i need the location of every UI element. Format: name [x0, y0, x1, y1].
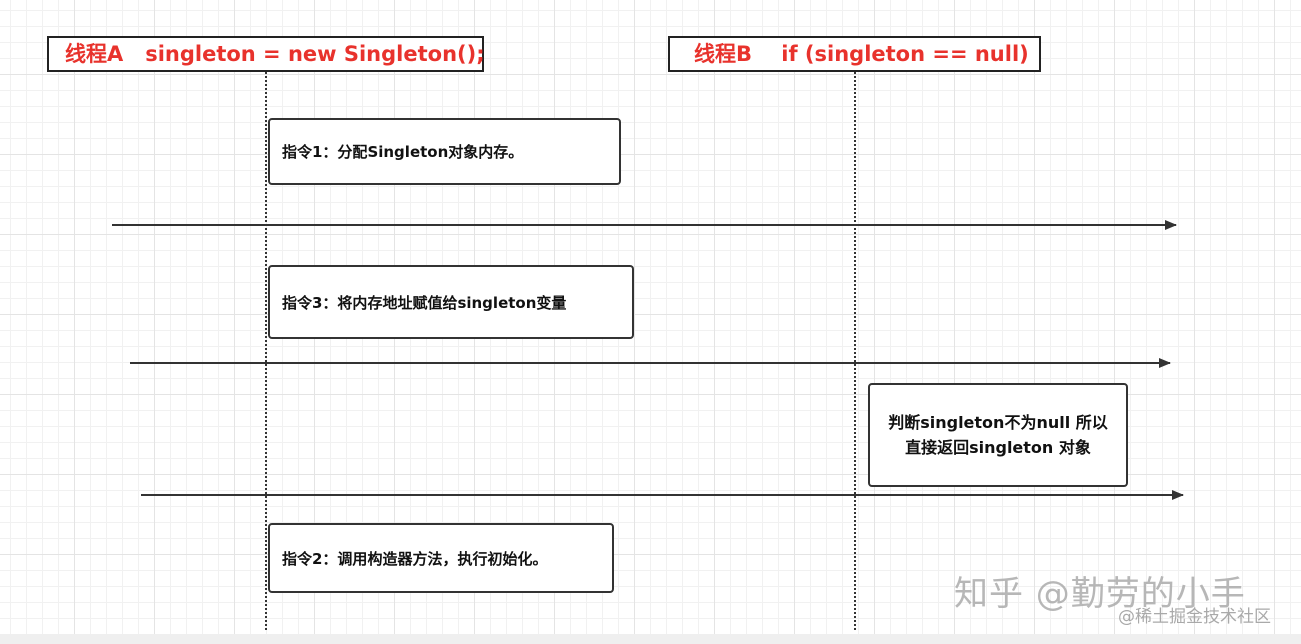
- step-text-thread-b-line2: 直接返回singleton 对象: [905, 438, 1091, 457]
- step-text-thread-b-line1: 判断singleton不为null 所以: [888, 413, 1108, 432]
- thread-a-label: 线程A: [65, 42, 124, 66]
- bottom-band: [0, 634, 1301, 644]
- step-text-instruction-1: 指令1：分配Singleton对象内存。: [282, 143, 524, 161]
- thread-b-header: 线程B if (singleton == null): [668, 36, 1041, 72]
- thread-b-label: 线程B: [694, 42, 753, 66]
- step-box-instruction-3: 指令3：将内存地址赋值给singleton变量: [268, 265, 634, 339]
- thread-a-code: singleton = new Singleton();: [145, 42, 485, 66]
- step-box-instruction-2: 指令2：调用构造器方法，执行初始化。: [268, 523, 614, 593]
- thread-b-lifeline: [854, 72, 856, 630]
- step-box-instruction-1: 指令1：分配Singleton对象内存。: [268, 118, 621, 185]
- step-text-instruction-2: 指令2：调用构造器方法，执行初始化。: [282, 549, 548, 568]
- step-box-thread-b-check: 判断singleton不为null 所以 直接返回singleton 对象: [868, 383, 1128, 487]
- step-text-instruction-3: 指令3：将内存地址赋值给singleton变量: [282, 293, 567, 312]
- watermark-zhihu: 知乎 @勤劳的小手: [954, 574, 1246, 614]
- thread-b-code: if (singleton == null): [781, 42, 1029, 66]
- thread-a-header: 线程A singleton = new Singleton();: [47, 36, 485, 72]
- thread-a-lifeline: [265, 72, 267, 630]
- watermark-juejin: @稀土掘金技术社区: [1118, 607, 1271, 627]
